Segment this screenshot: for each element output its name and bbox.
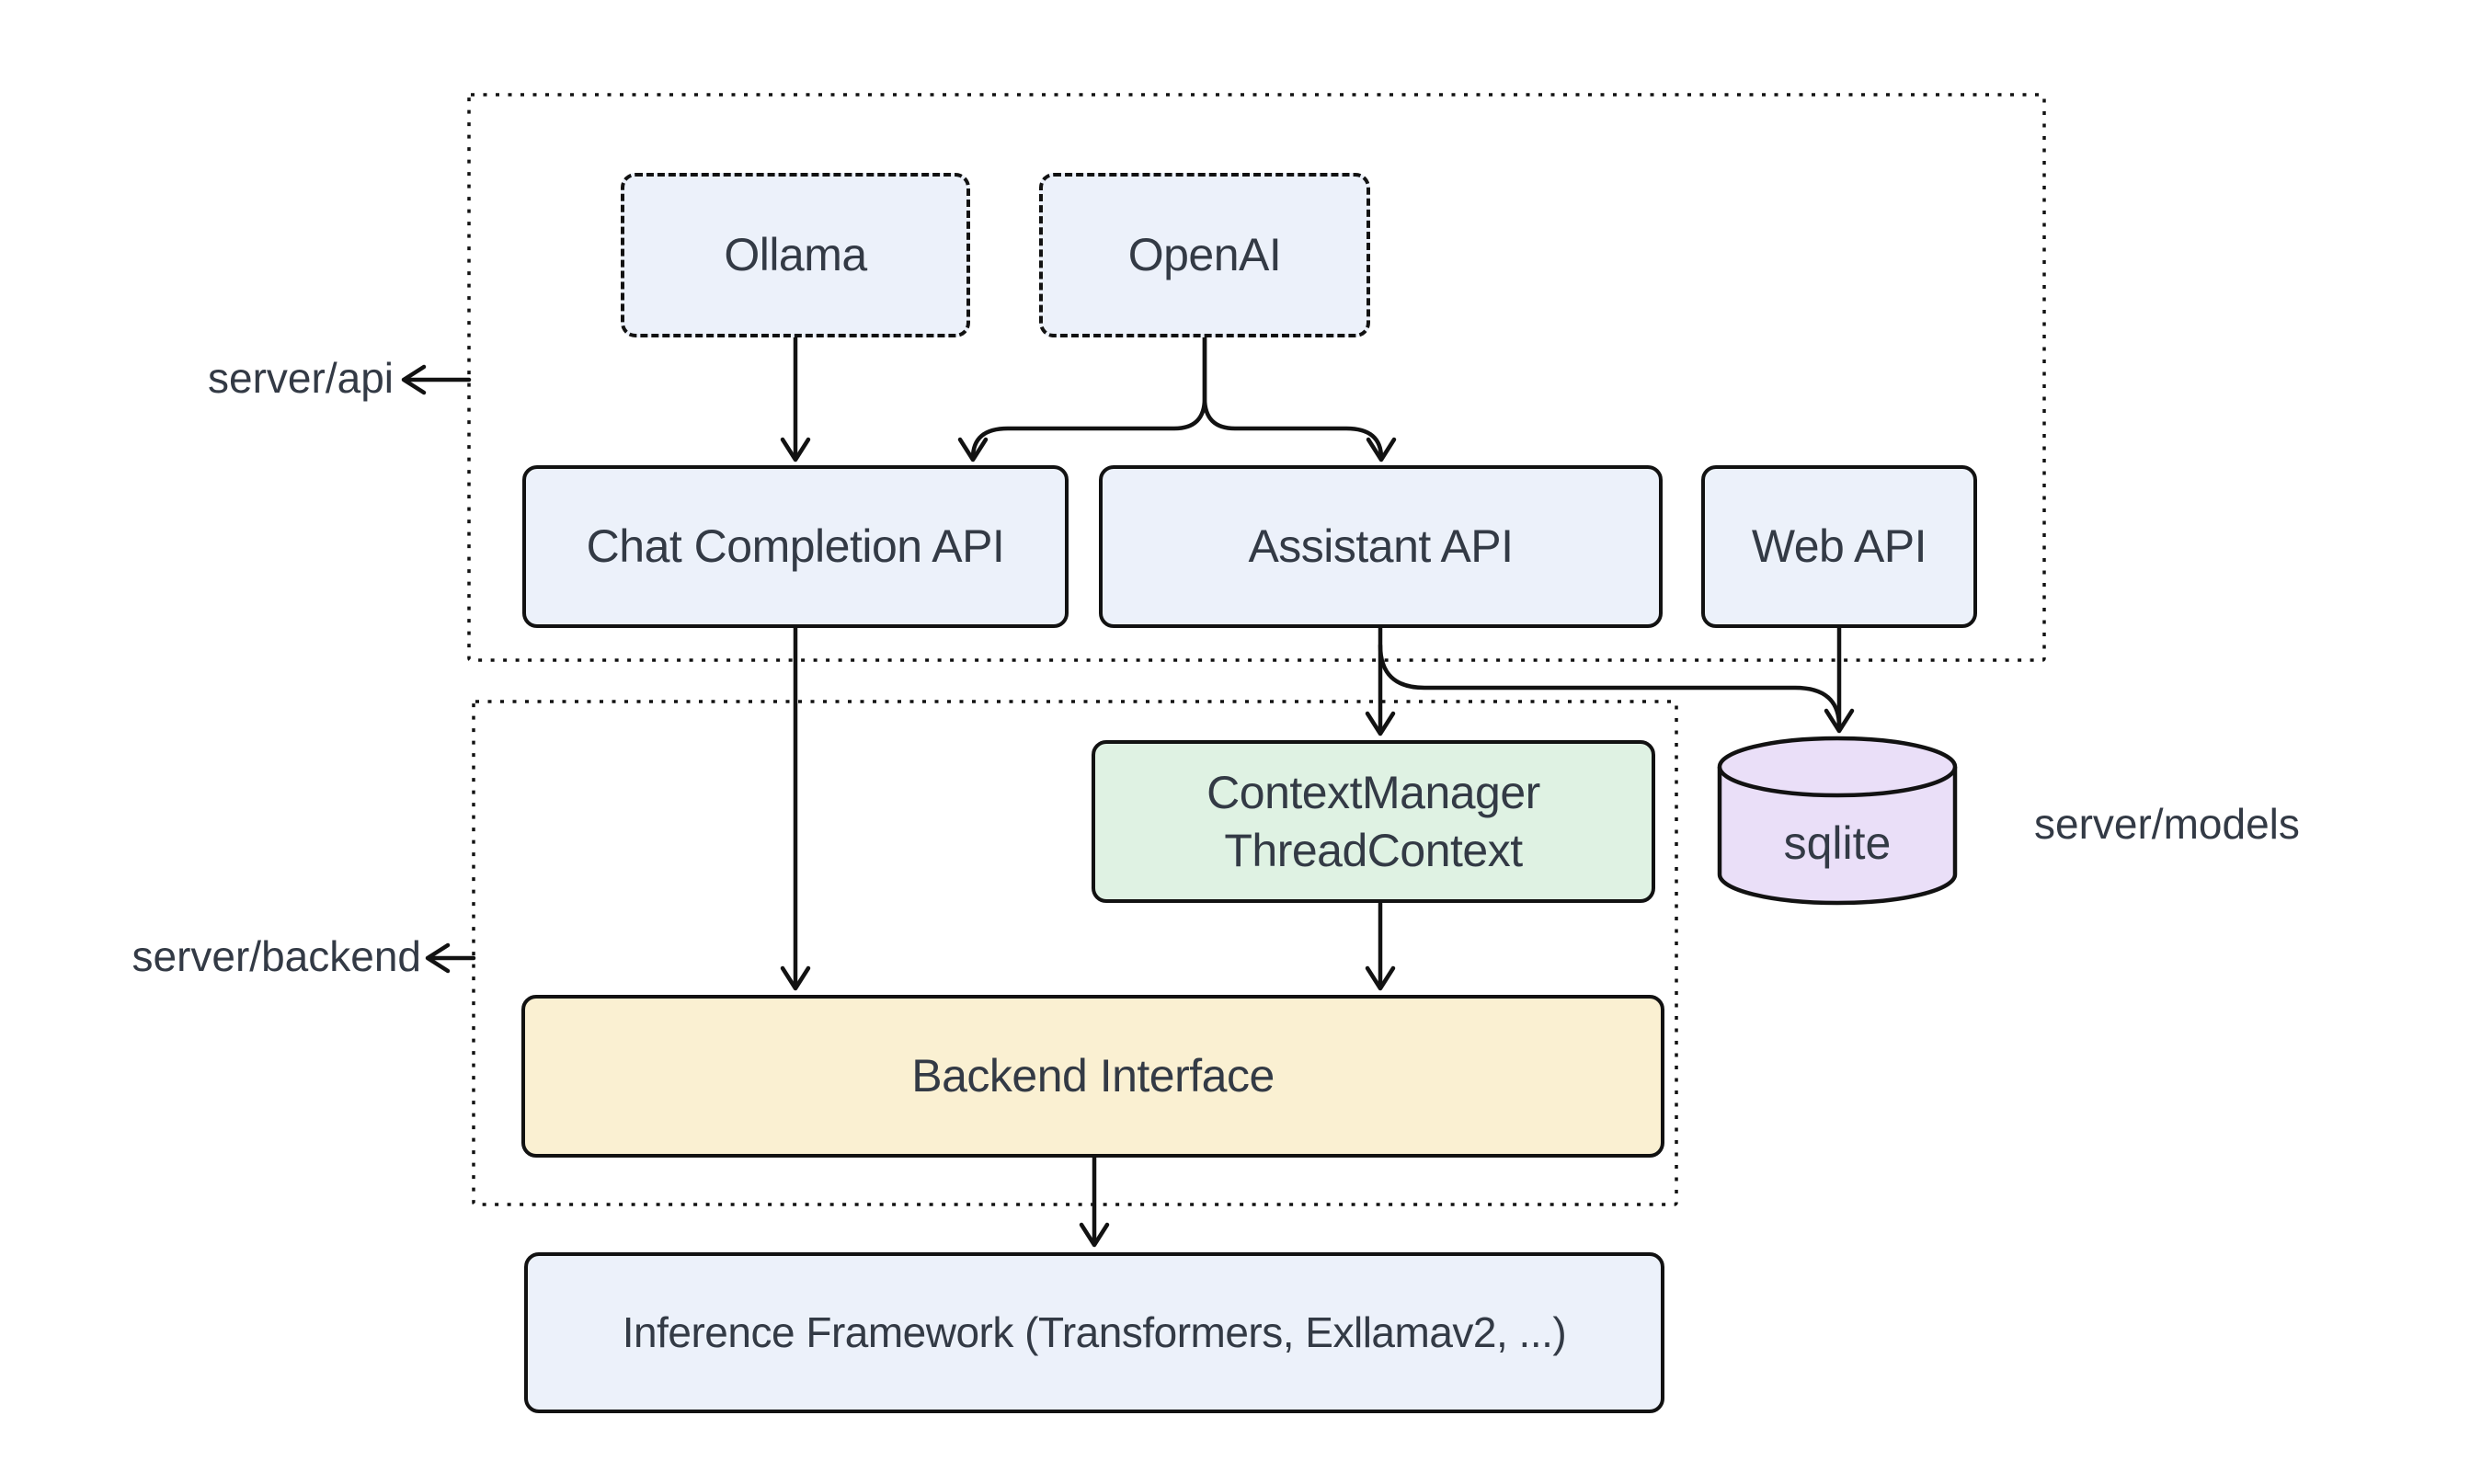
node-web-api: Web API <box>1701 465 1977 628</box>
node-backend-interface: Backend Interface <box>521 995 1664 1158</box>
sqlite-cylinder <box>1717 736 1958 906</box>
sqlite-cylinder-body <box>1717 767 1958 906</box>
node-assistant-api: Assistant API <box>1099 465 1663 628</box>
server-backend-group-label: server/backend <box>132 932 422 980</box>
sqlite-cylinder-top <box>1717 736 1958 798</box>
node-web-api-label: Web API <box>1751 520 1927 573</box>
server-api-group-border <box>467 93 2046 662</box>
node-inference-framework: Inference Framework (Transformers, Exlla… <box>524 1252 1664 1413</box>
node-openai: OpenAI <box>1039 173 1370 337</box>
node-inference-framework-label: Inference Framework (Transformers, Exlla… <box>622 1307 1567 1356</box>
node-openai-label: OpenAI <box>1127 229 1282 281</box>
node-context-manager: ContextManager ThreadContext <box>1092 740 1655 903</box>
edge-openai-to-assistant-api <box>1202 335 1397 462</box>
node-chat-completion-api-label: Chat Completion API <box>586 520 1005 573</box>
node-context-manager-line2: ThreadContext <box>1224 824 1523 876</box>
node-sqlite-label: sqlite <box>1783 817 1892 869</box>
node-context-manager-line1: ContextManager <box>1206 767 1540 818</box>
server-models-label: server/models <box>2034 800 2300 848</box>
node-assistant-api-label: Assistant API <box>1248 520 1514 573</box>
server-api-group-label: server/api <box>208 354 394 402</box>
edge-openai-to-chat-api <box>957 335 1207 462</box>
node-ollama: Ollama <box>621 173 970 337</box>
node-backend-interface-label: Backend Interface <box>911 1050 1275 1102</box>
node-ollama-label: Ollama <box>724 229 867 281</box>
edge-assistant-api-to-sqlite <box>1378 643 1842 729</box>
node-chat-completion-api: Chat Completion API <box>522 465 1069 628</box>
server-backend-group-border <box>472 700 1678 1206</box>
